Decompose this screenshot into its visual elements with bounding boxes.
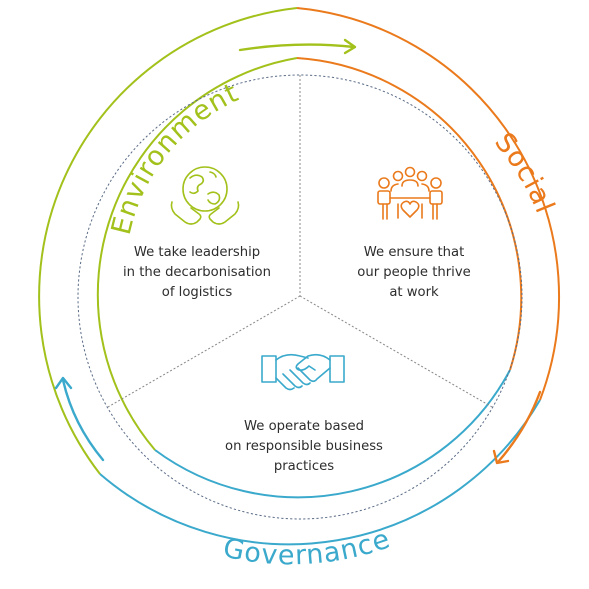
handshake-icon xyxy=(261,353,345,391)
environment-inner-arc xyxy=(96,57,298,451)
social-line-1: We ensure that xyxy=(364,245,465,260)
social-inner-arc xyxy=(296,57,523,371)
right-arrow-icon xyxy=(492,390,542,465)
governance-line-2: on responsible business xyxy=(225,439,383,454)
social-label: Social xyxy=(488,127,560,218)
social-line-2: our people thrive xyxy=(357,265,470,280)
environment-line-3: of logistics xyxy=(162,285,233,300)
top-arrow-icon xyxy=(238,38,357,55)
globe-in-hands-icon xyxy=(170,166,240,225)
governance-line-3: practices xyxy=(274,459,334,474)
environment-line-2: in the decarbonisation xyxy=(123,265,271,280)
governance-statement: We operate based on responsible business… xyxy=(225,419,383,474)
social-ring-arc xyxy=(296,7,560,401)
environment-ring-arc xyxy=(38,7,298,475)
environment-statement: We take leadership in the decarbonisatio… xyxy=(123,245,271,300)
divider-left xyxy=(107,295,301,408)
divider-right xyxy=(299,295,493,408)
left-arrow-icon xyxy=(54,376,105,462)
environment-line-1: We take leadership xyxy=(134,245,260,260)
governance-inner-arc xyxy=(154,369,511,499)
social-line-3: at work xyxy=(389,285,439,300)
governance-label: Governance xyxy=(220,523,394,571)
governance-ring-arc xyxy=(99,399,541,546)
social-statement: We ensure that our people thrive at work xyxy=(357,245,470,300)
inner-dashed-circle xyxy=(77,74,523,520)
people-with-heart-icon xyxy=(377,166,443,220)
governance-line-1: We operate based xyxy=(244,419,364,434)
